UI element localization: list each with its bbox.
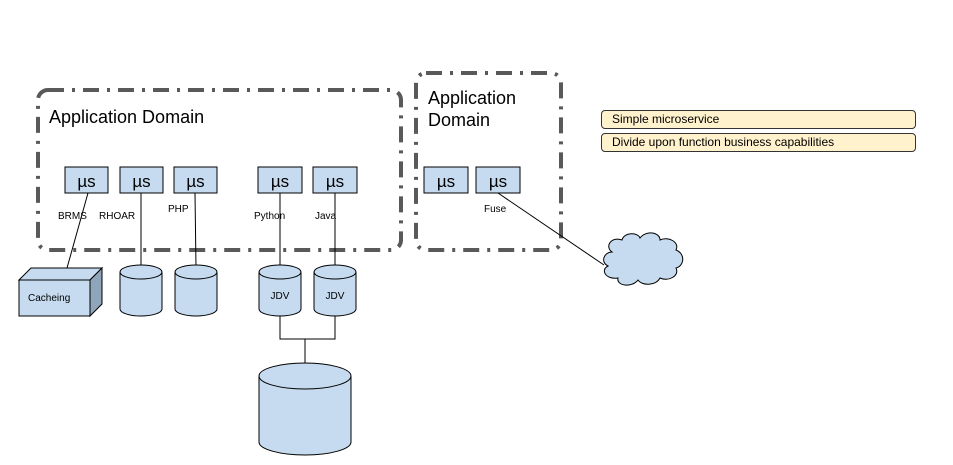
note-divide-business-capabilities: Divide upon function business capabiliti… (601, 133, 916, 152)
application-domain-1-label: Application Domain (49, 107, 204, 127)
connector-fuse-cloud (497, 192, 605, 266)
microservice-java[interactable]: µs (312, 166, 358, 194)
cloud-icon[interactable] (603, 232, 684, 286)
svg-text:Cacheing: Cacheing (28, 293, 70, 304)
tech-label-python: Python (254, 211, 285, 222)
application-domain-2-label-line1: Application (428, 88, 516, 108)
microservice-fuse[interactable]: µs (475, 166, 521, 194)
database-rhoar[interactable] (119, 264, 163, 317)
svg-text:µs: µs (326, 172, 344, 191)
tech-label-php: PHP (168, 204, 189, 215)
application-domain-1-border (36, 88, 403, 252)
connector-jdv-main-db (279, 312, 336, 340)
svg-text:µs: µs (77, 172, 95, 191)
microservice-domain2[interactable]: µs (423, 166, 469, 194)
svg-text:µs: µs (186, 172, 204, 191)
application-domain-2-label-line2: Domain (428, 110, 490, 130)
svg-text:µs: µs (271, 172, 289, 191)
cache-box[interactable]: Cacheing (17, 266, 104, 318)
svg-text:JDV: JDV (271, 291, 290, 302)
tech-label-fuse: Fuse (484, 204, 507, 215)
microservice-python[interactable]: µs (257, 166, 303, 194)
svg-text:µs: µs (489, 172, 507, 191)
tech-label-rhoar: RHOAR (99, 211, 135, 222)
connector-php-db (194, 192, 197, 269)
tech-label-java: Java (315, 211, 337, 222)
note-simple-microservice: Simple microservice (601, 110, 916, 129)
database-jdv-1[interactable]: JDV (258, 264, 302, 317)
microservice-brms[interactable]: µs (64, 166, 109, 194)
svg-text:µs: µs (132, 172, 150, 191)
svg-text:JDV: JDV (326, 291, 345, 302)
microservice-php[interactable]: µs (173, 166, 218, 194)
microservice-rhoar[interactable]: µs (119, 166, 164, 194)
database-main[interactable] (258, 362, 352, 456)
tech-label-brms: BRMS (58, 211, 87, 222)
connector-brms-cache (66, 192, 89, 269)
svg-text:µs: µs (437, 172, 455, 191)
database-jdv-2[interactable]: JDV (313, 264, 357, 317)
database-php[interactable] (174, 264, 218, 317)
application-domain-2-border (414, 71, 563, 252)
